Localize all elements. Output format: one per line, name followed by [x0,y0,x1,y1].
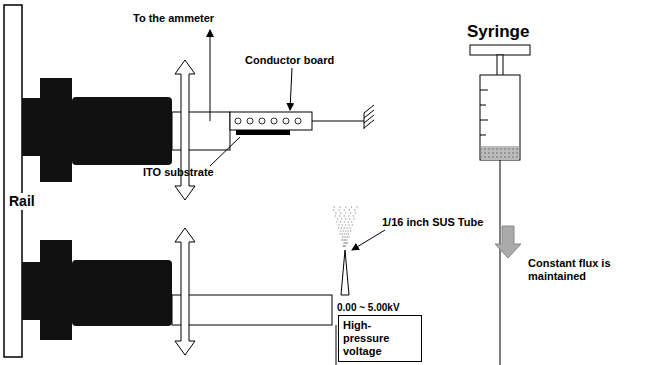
box-text: High-pressure voltage [343,319,417,358]
part-label: To the ammeter [133,12,214,25]
part-label: Rail [8,193,36,210]
part-label: 0.00 ~ 5.00kV [337,301,400,314]
part-label: ITO substrate [143,166,214,179]
part-label: Syringe [467,22,529,42]
part-label: Conductor board [245,54,334,67]
voltage-supply-box: High-pressure voltage [338,315,422,362]
part-label: Constant flux is maintained [528,257,628,283]
part-label: 1/16 inch SUS Tube [382,216,483,229]
